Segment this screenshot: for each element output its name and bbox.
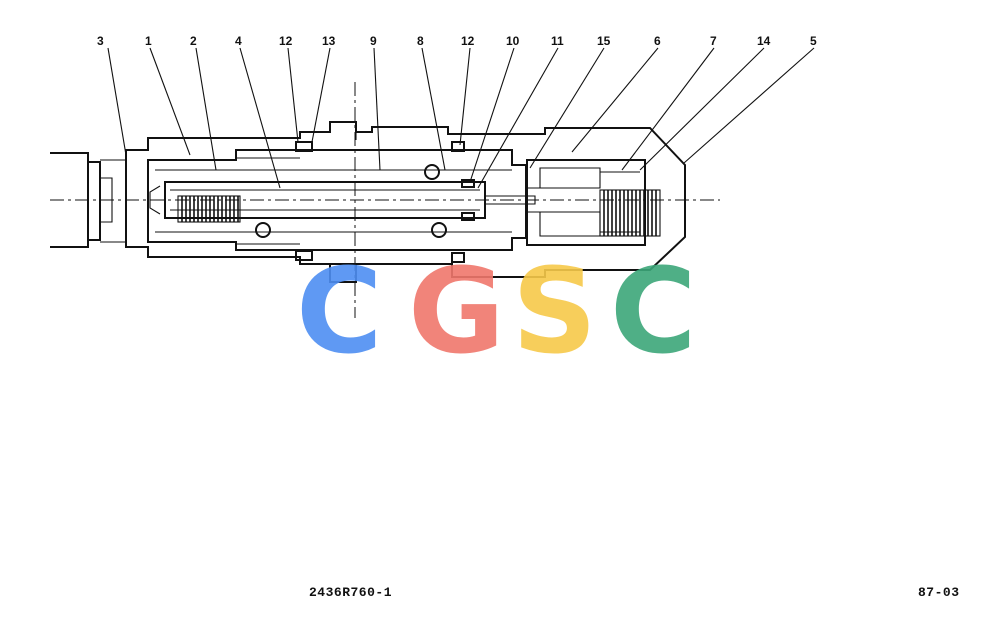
callout-9: 9 xyxy=(370,34,377,48)
bottom-mount xyxy=(329,264,357,283)
callout-5: 5 xyxy=(810,34,817,48)
callout-labels: 3 1 2 4 12 13 9 8 12 10 11 15 6 7 14 5 xyxy=(97,34,817,48)
callout-12: 12 xyxy=(279,34,293,48)
callout-11: 11 xyxy=(551,34,564,48)
callout-1: 1 xyxy=(145,34,152,48)
watermark-logo: C G S C xyxy=(296,242,697,380)
callout-6: 6 xyxy=(654,34,661,48)
housing-outline xyxy=(125,121,686,278)
watermark-letter-s: S xyxy=(512,242,597,380)
watermark-letter-c2: C xyxy=(610,242,697,380)
callout-13: 13 xyxy=(322,34,336,48)
leader-lines xyxy=(107,47,815,189)
callout-4: 4 xyxy=(235,34,242,48)
callout-12-second: 12 xyxy=(461,34,475,48)
watermark-letter-c1: C xyxy=(296,242,383,380)
callout-15: 15 xyxy=(597,34,611,48)
callout-8: 8 xyxy=(417,34,424,48)
page-number: 87-03 xyxy=(918,585,960,600)
callout-7: 7 xyxy=(710,34,717,48)
callout-10: 10 xyxy=(506,34,520,48)
right-spring xyxy=(599,189,661,237)
left-spring xyxy=(177,195,241,223)
callout-14: 14 xyxy=(757,34,771,48)
watermark-letter-g: G xyxy=(408,242,505,380)
callout-3: 3 xyxy=(97,34,104,48)
balls-and-seals xyxy=(255,141,475,263)
drawing-number: 2436R760-1 xyxy=(309,585,393,600)
callout-2: 2 xyxy=(190,34,197,48)
right-piston-assembly xyxy=(485,159,646,246)
